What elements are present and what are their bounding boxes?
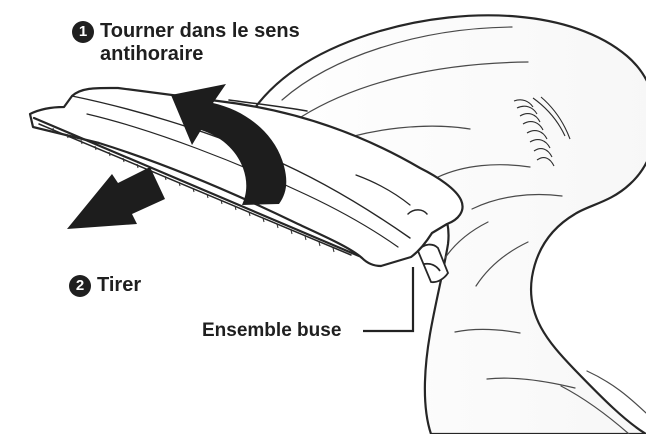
step-2-instruction: 2 Tirer [69,274,141,297]
leader-line [363,267,413,331]
step-1-text-line-2: antihoraire [72,43,300,66]
pull-arrow-icon [67,167,165,229]
step-1-text-line-1: Tourner dans le sens [100,20,300,42]
step-1-line-1: 1 Tourner dans le sens [72,20,300,43]
part-label-nozzle-assembly: Ensemble buse [202,320,341,342]
step-1-instruction: 1 Tourner dans le sens antihoraire [72,20,300,66]
step-1-number: 1 [72,21,94,43]
step-2-number: 2 [69,275,91,297]
step-2-text: Tirer [97,274,141,296]
release-latch [418,245,448,283]
